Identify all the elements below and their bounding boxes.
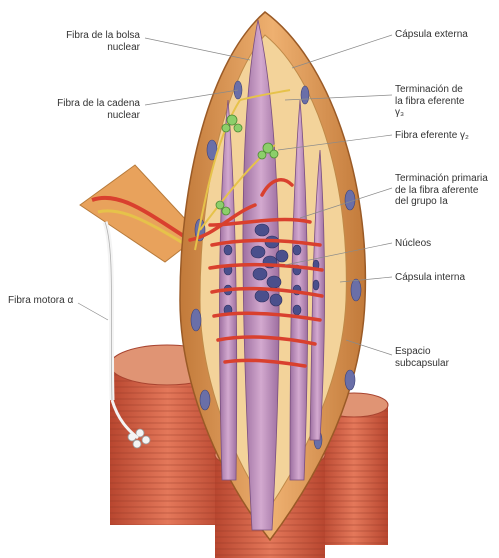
label-fibra-eferente: Fibra eferente γ₂ [395, 130, 469, 142]
label-fibra-cadena: Fibra de la cadena nuclear [30, 98, 140, 121]
label-terminacion-primaria: Terminación primaria de la fibra aferent… [395, 173, 488, 208]
leader-capsula-externa [292, 35, 392, 68]
label-terminacion-primaria-line1: Terminación primaria [395, 173, 488, 185]
label-terminacion-eferente-line2: la fibra eferente [395, 96, 465, 108]
label-nucleos-text: Núcleos [395, 238, 431, 250]
label-terminacion-eferente-line1: Terminación de [395, 84, 465, 96]
label-espacio-subcapsular: Espacio subcapsular [395, 346, 449, 369]
label-fibra-motora: Fibra motora α [8, 295, 73, 307]
leader-fibra-motora [78, 303, 108, 320]
label-terminacion-eferente: Terminación de la fibra eferente γ₃ [395, 84, 465, 119]
label-nucleos: Núcleos [395, 238, 431, 250]
label-fibra-bolsa: Fibra de la bolsa nuclear [40, 30, 140, 53]
label-capsula-interna-text: Cápsula interna [395, 272, 465, 284]
motor-fiber-alpha [105, 222, 112, 400]
label-terminacion-eferente-line3: γ₃ [395, 107, 465, 119]
label-espacio-subcapsular-line2: subcapsular [395, 358, 449, 370]
label-terminacion-primaria-line2: de la fibra aferente [395, 185, 488, 197]
label-capsula-externa-text: Cápsula externa [395, 29, 468, 41]
label-fibra-bolsa-line1: Fibra de la bolsa [40, 30, 140, 42]
label-fibra-bolsa-line2: nuclear [40, 42, 140, 54]
label-terminacion-primaria-line3: del grupo Ia [395, 196, 488, 208]
label-espacio-subcapsular-line1: Espacio [395, 346, 449, 358]
label-fibra-cadena-line1: Fibra de la cadena [30, 98, 140, 110]
label-fibra-motora-text: Fibra motora α [8, 295, 73, 307]
label-capsula-externa: Cápsula externa [395, 29, 468, 41]
label-capsula-interna: Cápsula interna [395, 272, 465, 284]
label-fibra-cadena-line2: nuclear [30, 110, 140, 122]
label-fibra-eferente-text: Fibra eferente γ₂ [395, 130, 469, 142]
